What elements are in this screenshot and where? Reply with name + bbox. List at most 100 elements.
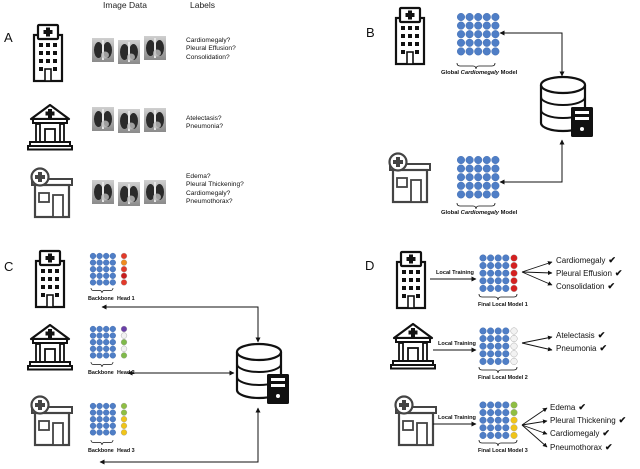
checkmark-icon: ✔ <box>614 268 623 279</box>
node-circle <box>96 272 103 279</box>
node-circle <box>482 47 491 56</box>
node-circle <box>96 252 103 260</box>
node-circle <box>465 47 474 56</box>
local-model-grid-2 <box>479 327 510 365</box>
node-circle <box>491 164 500 173</box>
backbone-grid-3 <box>89 402 116 436</box>
node-circle <box>502 277 510 285</box>
node-circle <box>479 284 487 292</box>
output-item: Consolidation✔ <box>556 280 622 293</box>
node-circle <box>494 277 502 285</box>
node-circle <box>491 47 500 56</box>
node-circle <box>109 429 116 436</box>
node-circle <box>487 277 495 285</box>
output-label: Cardiomegaly <box>550 429 600 439</box>
head-node-circle <box>120 272 128 279</box>
node-circle <box>109 279 116 286</box>
node-circle <box>502 335 510 343</box>
node-circle <box>109 422 116 429</box>
head-node-circle <box>120 345 128 352</box>
output-label: Pleural Thickening <box>550 416 616 426</box>
column-header-image-data: Image Data <box>103 0 147 10</box>
node-circle <box>487 262 495 270</box>
panel-d <box>389 250 553 448</box>
node-circle <box>457 38 466 47</box>
node-circle <box>479 335 487 343</box>
head-node-circle <box>120 429 128 436</box>
hospital-building-icon <box>389 322 437 370</box>
node-circle <box>89 259 97 266</box>
node-circle <box>494 357 502 365</box>
brace-top <box>456 62 496 70</box>
clinic-icon <box>30 167 74 219</box>
node-circle <box>474 47 483 56</box>
head-node-circle <box>120 332 128 339</box>
node-circle <box>479 277 487 285</box>
head-node-circle <box>510 357 518 365</box>
backbone-label-3: Backbone <box>88 448 114 454</box>
node-circle <box>89 409 97 416</box>
node-circle <box>474 173 483 182</box>
label-item: Edema? <box>186 173 211 180</box>
label-item: Cardiomegaly? <box>186 37 231 44</box>
node-circle <box>89 416 97 423</box>
node-circle <box>465 38 474 47</box>
panel-b <box>388 6 595 210</box>
output-item: Pneumothorax✔ <box>550 441 626 454</box>
node-circle <box>487 335 495 343</box>
head-node-circle <box>120 409 128 416</box>
node-circle <box>103 279 110 286</box>
node-circle <box>491 173 500 182</box>
node-circle <box>89 402 97 410</box>
xray-image-icon <box>92 180 114 204</box>
node-circle <box>103 416 110 423</box>
checkmark-icon: ✔ <box>607 281 616 292</box>
node-circle <box>474 30 483 39</box>
node-circle <box>89 272 97 279</box>
node-circle <box>482 181 491 190</box>
node-circle <box>96 259 103 266</box>
node-circle <box>494 342 502 350</box>
head-node-circle <box>510 254 518 262</box>
connector-bottom <box>499 139 565 185</box>
hospital-tower-icon <box>394 6 426 66</box>
node-circle <box>465 181 474 190</box>
checkmark-icon: ✔ <box>602 428 610 439</box>
node-circle <box>457 164 466 173</box>
checkmark-icon: ✔ <box>599 343 608 354</box>
node-circle <box>487 357 495 365</box>
node-circle <box>89 325 97 333</box>
node-circle <box>103 422 110 429</box>
node-circle <box>457 155 466 164</box>
node-circle <box>89 429 97 436</box>
label-item: Cardiomegaly? <box>186 189 231 197</box>
node-circle <box>474 155 483 164</box>
head-node-circle <box>120 266 128 273</box>
node-circle <box>494 431 502 439</box>
node-circle <box>103 332 110 339</box>
node-circle <box>482 155 491 164</box>
xray-image-icon <box>92 38 114 62</box>
node-circle <box>494 254 502 262</box>
head-node-circle <box>120 339 128 346</box>
xray-image-icon <box>118 40 140 64</box>
global-model-grid-bottom <box>457 155 500 199</box>
output-item: Cardiomegaly✔ <box>556 254 622 267</box>
node-circle <box>109 416 116 423</box>
clinic-icon <box>394 395 438 447</box>
node-circle <box>457 47 466 56</box>
head-node-circle <box>510 269 518 277</box>
node-circle <box>465 173 474 182</box>
label-item: Pleural Effusion? <box>186 45 236 53</box>
brace-backbone-1 <box>90 287 114 294</box>
clinic-icon <box>388 152 432 204</box>
node-circle <box>103 352 110 359</box>
node-circle <box>103 252 110 260</box>
node-circle <box>487 342 495 350</box>
node-circle <box>96 422 103 429</box>
node-circle <box>494 350 502 358</box>
node-circle <box>479 416 487 424</box>
brace-d2 <box>478 366 518 374</box>
site2-label-list: Atelectasis? Pneumonia? <box>186 115 223 132</box>
xray-image-icon <box>144 36 166 60</box>
